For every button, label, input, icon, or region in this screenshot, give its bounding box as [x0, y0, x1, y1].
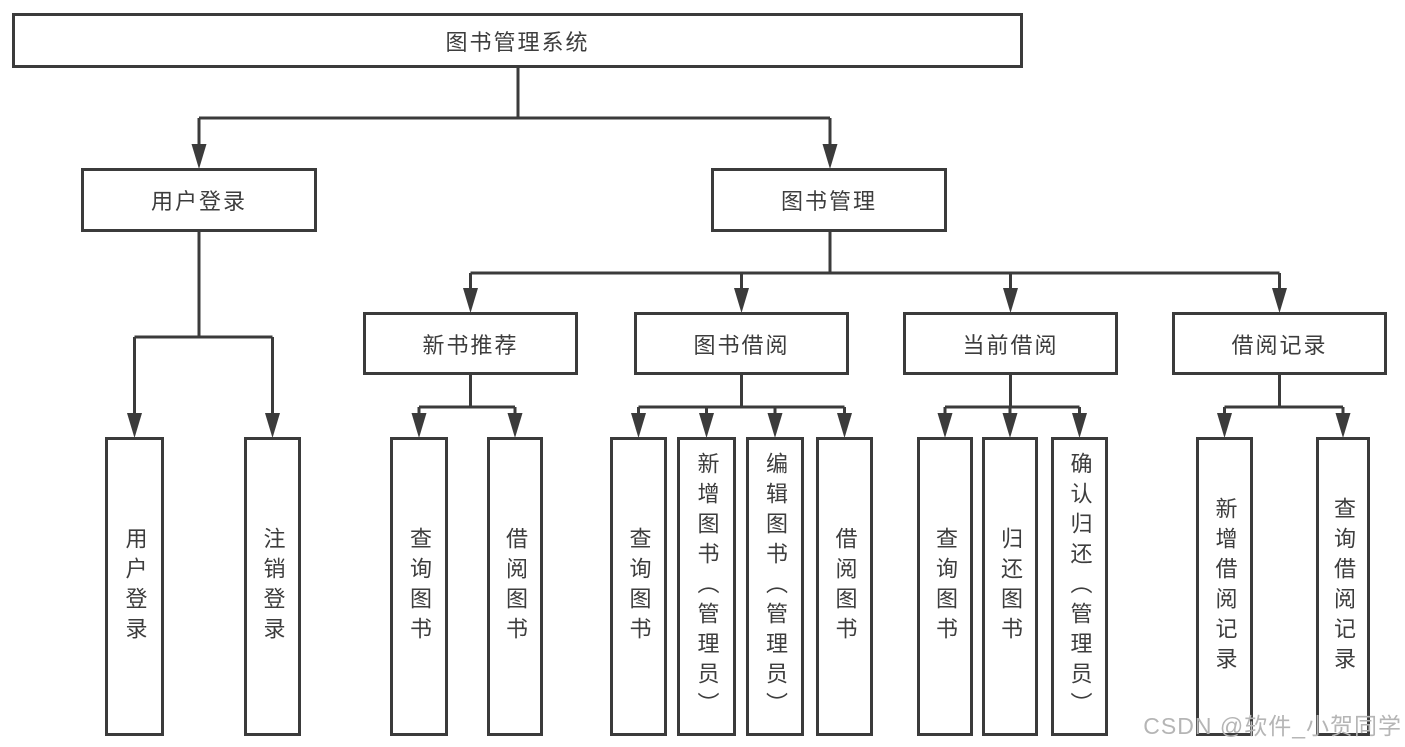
leaf-borrowing-borrow-books-label: 借阅图书	[832, 526, 858, 647]
leaf-borrowing-edit-books-admin: 编辑图书（管理员）	[746, 437, 804, 736]
leaf-borrowing-add-books-admin-label: 新增图书（管理员）	[694, 451, 720, 722]
leaf-current-confirm-return-admin: 确认归还（管理员）	[1051, 437, 1108, 736]
leaf-current-query-books: 查询图书	[917, 437, 973, 736]
node-book-management: 图书管理	[711, 168, 947, 232]
leaf-borrowing-query-books: 查询图书	[610, 437, 667, 736]
leaf-newbook-borrow-books-label: 借阅图书	[503, 526, 528, 647]
leaf-logout: 注销登录	[244, 437, 301, 736]
leaf-current-return-books-label: 归还图书	[998, 526, 1023, 647]
node-user-login: 用户登录	[81, 168, 317, 232]
edge-user-login-to-leaves	[127, 232, 280, 438]
node-library-system: 图书管理系统	[12, 13, 1023, 68]
leaf-user-login: 用户登录	[105, 437, 164, 736]
leaf-newbook-borrow-books: 借阅图书	[487, 437, 543, 736]
leaf-records-query-record: 查询借阅记录	[1316, 437, 1370, 736]
leaf-borrowing-query-books-label: 查询图书	[626, 526, 652, 647]
leaf-borrowing-borrow-books: 借阅图书	[816, 437, 873, 736]
node-current-borrowing: 当前借阅	[903, 312, 1118, 375]
leaf-records-add-record: 新增借阅记录	[1196, 437, 1253, 736]
node-new-book-recommend: 新书推荐	[363, 312, 578, 375]
leaf-records-query-record-label: 查询借阅记录	[1331, 496, 1356, 677]
leaf-newbook-query-books-label: 查询图书	[407, 526, 432, 647]
leaf-borrowing-add-books-admin: 新增图书（管理员）	[677, 437, 736, 736]
leaf-current-return-books: 归还图书	[982, 437, 1038, 736]
watermark: CSDN @软件_小贺同学	[1143, 713, 1402, 739]
edge-book-mgmt-to-level3	[463, 232, 1287, 313]
edge-level3-to-leaves	[411, 375, 1351, 438]
node-book-borrowing: 图书借阅	[634, 312, 849, 375]
leaf-borrowing-edit-books-admin-label: 编辑图书（管理员）	[763, 451, 788, 722]
leaf-user-login-label: 用户登录	[122, 526, 148, 647]
leaf-current-confirm-return-admin-label: 确认归还（管理员）	[1067, 451, 1093, 722]
leaf-records-add-record-label: 新增借阅记录	[1212, 496, 1238, 677]
node-borrowing-records: 借阅记录	[1172, 312, 1387, 375]
edge-root-to-level2	[191, 68, 838, 169]
leaf-logout-label: 注销登录	[260, 526, 286, 647]
leaf-current-query-books-label: 查询图书	[933, 526, 958, 647]
leaf-newbook-query-books: 查询图书	[390, 437, 448, 736]
